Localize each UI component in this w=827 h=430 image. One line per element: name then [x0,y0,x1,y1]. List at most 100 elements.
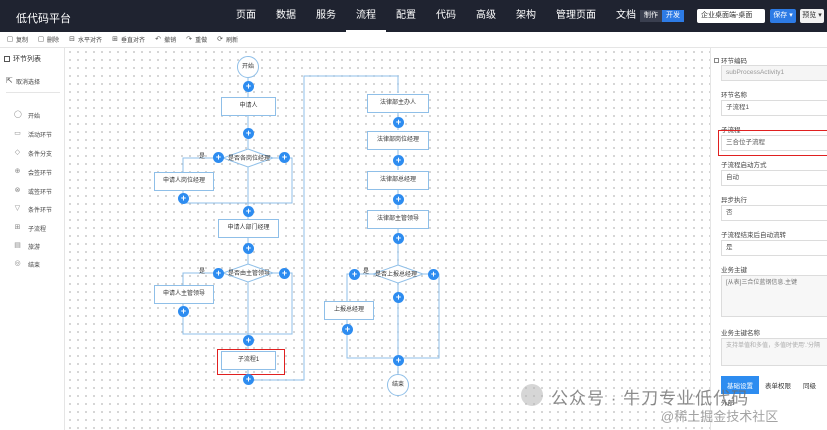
node-applicant[interactable]: 申请人 [221,97,276,116]
node-type-end[interactable]: ◎结束 [14,260,64,270]
node-report-gm[interactable]: 上报总经理 [324,301,374,320]
node-applicant-post-manager[interactable]: 申请人岗位经理 [154,172,214,191]
nav-item-advanced[interactable]: 高级 [476,10,496,21]
copy-tool[interactable]: ▢复制 [6,35,29,45]
node-type-start[interactable]: ◯开始 [14,111,64,121]
add-node-icon[interactable]: + [393,155,404,166]
node-type-filter[interactable]: ▽条件环节 [14,205,64,215]
align-vertical-icon: ⊞ [112,35,118,43]
add-node-icon[interactable]: + [213,268,224,279]
add-node-icon[interactable]: + [342,324,353,335]
node-type-label: 活动环节 [28,133,53,139]
add-node-icon[interactable]: + [393,194,404,205]
nav-item-code[interactable]: 代码 [436,10,456,21]
properties-tabs: 基础设置 表单权限 同级 [721,376,822,394]
node-name-field[interactable]: 子流程1 [721,100,827,116]
node-applicant-dept-manager[interactable]: 申请人部门经理 [218,219,279,238]
refresh-tool[interactable]: ⟳刷新 [216,35,238,45]
gateway-post-manager[interactable]: 是否各岗位经理 [228,156,271,162]
add-node-icon[interactable]: + [393,292,404,303]
node-subprocess[interactable]: 子流程1 [221,351,276,370]
align-vertical-tool[interactable]: ⊞垂直对齐 [111,35,145,45]
add-node-icon[interactable]: + [243,335,254,346]
add-node-icon[interactable]: + [393,117,404,128]
nav-item-process[interactable]: 流程 [346,0,386,32]
add-node-icon[interactable]: + [178,306,189,317]
app-title: 低代码平台 [16,13,71,25]
gateway-lead[interactable]: 是否由主管领导 [228,271,271,277]
add-node-icon[interactable]: + [428,269,439,280]
undo-label: 撤销 [164,38,177,44]
node-code-field[interactable]: subProcessActivity1 [721,65,827,81]
add-node-icon[interactable]: + [279,268,290,279]
add-node-icon[interactable]: + [243,81,254,92]
add-node-icon[interactable]: + [243,243,254,254]
node-type-countersign[interactable]: ⊕会签环节 [14,168,64,178]
wechat-icon [521,384,543,406]
selection-highlight [217,349,285,375]
align-horizontal-tool[interactable]: ⊟水平对齐 [68,35,102,45]
tab-form-permissions[interactable]: 表单权限 [765,383,791,390]
node-code-label: 环节编码 [721,58,747,65]
node-name-label: 环节名称 [721,92,747,99]
copy-icon: ▢ [6,35,14,43]
add-node-icon[interactable]: + [243,374,254,385]
preview-button[interactable]: 预览 ▾ [800,9,824,23]
mode-dev[interactable]: 开发 [662,10,684,22]
subprocess-select[interactable]: 三合位子流程 [721,135,827,151]
save-button[interactable]: 保存 ▾ [770,9,796,23]
add-node-icon[interactable]: + [393,233,404,244]
add-node-icon[interactable]: + [349,269,360,280]
add-node-icon[interactable]: + [393,355,404,366]
node-type-or-sign[interactable]: ⊗或签环节 [14,187,64,197]
nav-item-docs[interactable]: 文档 [616,10,636,21]
mode-toggle[interactable]: 制作 开发 [640,10,684,22]
add-node-icon[interactable]: + [178,193,189,204]
start-mode-select[interactable]: 自动 [721,170,827,186]
node-legal-handler[interactable]: 法律部主办人 [367,94,429,113]
add-node-icon[interactable]: + [243,206,254,217]
biz-key-field[interactable]: [从表]三合位蓝钢信息.主键 [721,275,827,317]
node-type-condition[interactable]: ◇条件分支 [14,149,64,159]
auto-end-select[interactable]: 是 [721,240,827,256]
redo-tool[interactable]: ↷重做 [185,35,208,45]
delete-icon: ▢ [37,35,45,43]
copy-tool-label: 复制 [16,38,29,44]
node-type-label: 结束 [28,263,41,269]
redo-label: 重做 [195,38,208,44]
nav-item-data[interactable]: 数据 [276,10,296,21]
node-legal-lead[interactable]: 法律部主管领导 [367,210,429,229]
pointer-icon: ⇱ [6,76,13,85]
biz-key-name-field[interactable]: 支持单值和多值，多值时使用'.'分隔 [721,338,827,366]
nav-item-architecture[interactable]: 架构 [516,10,536,21]
nav-item-config[interactable]: 配置 [396,10,416,21]
node-legal-manager[interactable]: 法律部总经理 [367,171,429,190]
node-type-label: 条件分支 [28,152,53,158]
node-type-travel[interactable]: ▤旅游 [14,242,64,252]
async-select[interactable]: 否 [721,205,827,221]
add-node-icon[interactable]: + [279,152,290,163]
node-legal-post-manager[interactable]: 法律部岗位经理 [367,131,429,150]
panel-divider [6,92,60,93]
tab-sibling[interactable]: 同级 [803,383,816,390]
template-select[interactable]: 企业桌面端-桌面 [697,9,765,23]
gateway-report-gm[interactable]: 是否上报总经理 [375,272,418,278]
nav-item-service[interactable]: 服务 [316,10,336,21]
node-type-activity[interactable]: ▭活动环节 [14,130,64,140]
mode-make[interactable]: 制作 [640,10,662,22]
delete-tool[interactable]: ▢删除 [37,35,59,45]
top-bar: 低代码平台 页面 数据 服务 流程 配置 代码 高级 架构 管理页面 文档 制作… [0,0,827,32]
start-node[interactable]: 开始 [237,56,259,78]
add-node-icon[interactable]: + [213,152,224,163]
tab-basic-settings[interactable]: 基础设置 [721,376,759,394]
add-node-icon[interactable]: + [243,128,254,139]
undo-tool[interactable]: ↶撤销 [154,35,177,45]
flow-canvas[interactable]: 开始 + 申请人 + 是否各岗位经理 是 + + 申请人岗位经理 + + 申请人… [66,48,710,430]
cancel-select-button[interactable]: ⇱取消选择 [6,76,40,86]
nav-item-page[interactable]: 页面 [236,10,256,21]
node-type-subprocess[interactable]: ⊞子流程 [14,224,64,234]
nav-item-admin-page[interactable]: 管理页面 [556,10,596,21]
node-list-title: 环节列表 [4,54,41,64]
end-node[interactable]: 结束 [387,374,409,396]
node-applicant-lead[interactable]: 申请人主管领导 [154,285,214,304]
